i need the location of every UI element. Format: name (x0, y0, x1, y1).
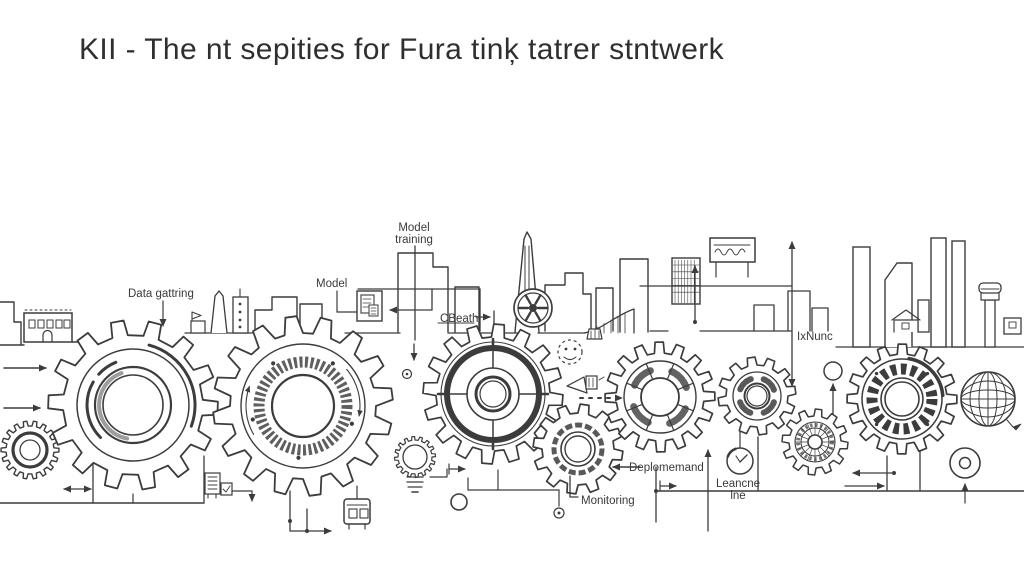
connector-arrows (159, 300, 896, 498)
gear-small-left-icon (0, 420, 60, 480)
document-icon (356, 290, 383, 322)
lightbulb-icon (393, 435, 437, 493)
connector-lines (0, 241, 1024, 535)
megaphone-icon (566, 375, 605, 394)
label-model: Model (316, 278, 347, 290)
tower-icon (232, 288, 249, 334)
clock-icon (726, 447, 754, 475)
node-circles (401, 361, 981, 519)
diagram-labels: Data gattring Model Model training CBeat… (128, 222, 833, 507)
label-learning-line1: Leancne (716, 478, 760, 490)
label-model-training-line1: Model (398, 222, 429, 234)
gear-model-icon (212, 315, 394, 497)
wheel-icon (513, 288, 553, 328)
flag-box-icon (190, 311, 206, 334)
gear-deployment-icon (604, 341, 716, 453)
gear-data-gathering-icon (47, 319, 219, 491)
gear-monitoring-icon (532, 403, 624, 495)
obelisk-icon (210, 290, 228, 334)
label-model-training-line2: training (395, 234, 433, 246)
gear-training-icon (422, 323, 564, 465)
water-tower-icon (978, 282, 1002, 348)
diagram-art (0, 231, 1024, 535)
label-cbeath: CBeath (440, 313, 478, 325)
gear-six-icon (717, 356, 797, 436)
server-box-icon (709, 237, 756, 278)
label-monitoring: Monitoring (581, 495, 635, 507)
list-icon (204, 472, 233, 499)
label-deployment: Deplomemand (629, 462, 704, 474)
building-icon (23, 309, 73, 343)
label-learning-line2: lne (730, 490, 745, 502)
device-icon (343, 498, 371, 530)
page-title: KII - The nt sepities for Fura tinķ tatr… (79, 33, 725, 66)
house-icon (891, 309, 921, 333)
smiley-icon (557, 339, 583, 365)
gear-bearing-icon (846, 343, 958, 455)
gear-mandala-icon (781, 408, 849, 476)
crown-icon (586, 328, 603, 340)
label-ixnunc: IxNunc (797, 331, 833, 343)
globe-icon (960, 371, 1022, 431)
label-data-gathering: Data gattring (128, 288, 194, 300)
city-skyline (0, 231, 1024, 348)
